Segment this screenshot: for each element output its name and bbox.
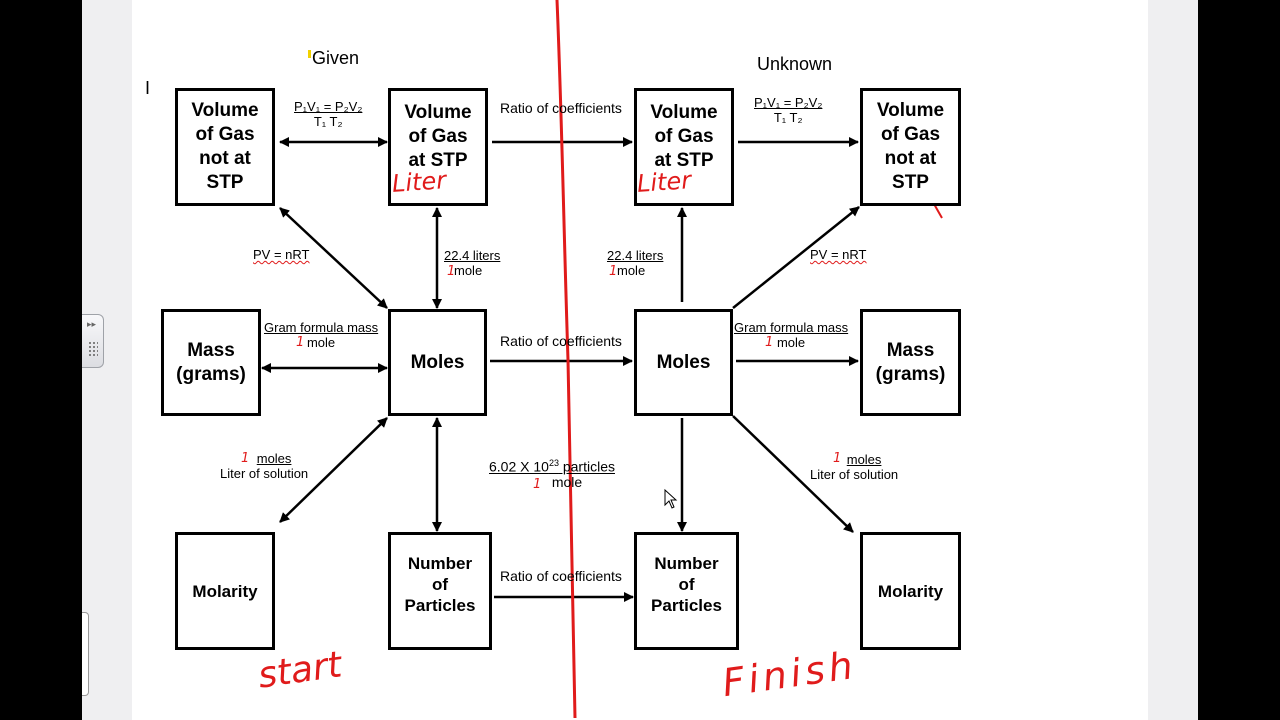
text-cursor-icon: I: [145, 78, 151, 98]
right-black-bar: [1198, 0, 1280, 720]
box-volume-stp-given: Volume of Gas at STP: [388, 88, 488, 206]
conversion-22-4-liters-left: 22.4 liters mole: [444, 248, 501, 278]
label-ratio-coefficients-top: Ratio of coefficients: [500, 100, 622, 116]
grip-dots-icon: [88, 341, 98, 357]
conversion-gram-formula-mass-left: Gram formula mass mole: [264, 320, 379, 350]
handwritten-one-molarity-right: 1: [833, 451, 842, 466]
handwritten-one-liters-right: 1: [609, 264, 618, 279]
arrow-moles-right-to-molarity-right: [732, 415, 854, 533]
formula-pv-nrt-left: PV = nRT: [253, 247, 310, 262]
box-volume-not-stp-given: Volume of Gas not at STP: [175, 88, 275, 206]
box-mass-given: Mass (grams): [161, 309, 261, 416]
red-divider-line: [555, 0, 577, 719]
conversion-22-4-liters-right: 22.4 liters mole: [607, 248, 664, 278]
label-ratio-coefficients-bottom: Ratio of coefficients: [500, 568, 622, 584]
handwritten-liter-left: Liter: [391, 166, 448, 198]
box-molarity-given: Molarity: [175, 532, 275, 650]
heading-unknown: Unknown: [757, 54, 833, 74]
formula-pv-nrt-right: PV = nRT: [810, 247, 867, 262]
box-moles-given: Moles: [388, 309, 487, 416]
box-particles-given: Number of Particles: [388, 532, 492, 650]
handwritten-liter-right: Liter: [636, 166, 693, 198]
handwritten-one-gfm-right: 1: [765, 335, 774, 350]
side-panel-tab[interactable]: [82, 612, 89, 696]
conversion-molarity-left: moles Liter of solution: [220, 451, 309, 481]
heading-given: Given: [312, 48, 360, 68]
arrow-moles-to-vol-notstp-left: [279, 207, 388, 309]
right-margin: [1148, 0, 1198, 720]
handwritten-one-avogadro: 1: [533, 477, 542, 492]
box-moles-unknown: Moles: [634, 309, 733, 416]
side-panel-handle[interactable]: ▸▸: [82, 314, 104, 368]
conversion-avogadro: 6.02 X 1023 particles mole: [489, 458, 615, 490]
formula-gas-law-left: P₁V₁ = P₂V₂ T₁ T₂: [294, 99, 363, 129]
arrow-moles-right-to-vol-notstp-right: [732, 206, 860, 309]
box-molarity-unknown: Molarity: [860, 532, 961, 650]
expand-chevron-icon: ▸▸: [87, 319, 97, 329]
formula-gas-law-right: P₁V₁ = P₂V₂ T₁ T₂: [754, 95, 823, 125]
handwritten-one-molarity-left: 1: [241, 451, 250, 466]
mouse-pointer-icon: [664, 488, 678, 509]
label-ratio-coefficients-middle: Ratio of coefficients: [500, 333, 622, 349]
box-volume-stp-unknown: Volume of Gas at STP: [634, 88, 734, 206]
conversion-gram-formula-mass-right: Gram formula mass mole: [734, 320, 849, 350]
box-mass-unknown: Mass (grams): [860, 309, 961, 416]
yellow-marker-dot: [308, 50, 311, 58]
handwritten-one-gfm-left: 1: [296, 335, 305, 350]
handwritten-one-liters-left: 1: [447, 264, 456, 279]
left-black-bar: [0, 0, 82, 720]
arrow-moles-to-molarity-left: [279, 417, 388, 523]
box-particles-unknown: Number of Particles: [634, 532, 739, 650]
conversion-molarity-right: moles Liter of solution: [810, 452, 899, 482]
box-volume-not-stp-unknown: Volume of Gas not at STP: [860, 88, 961, 206]
